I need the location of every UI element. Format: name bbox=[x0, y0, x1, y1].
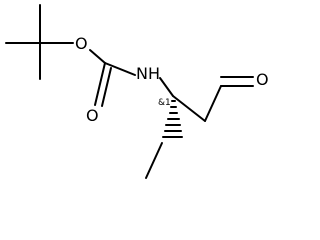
bond-carbonyl-double-2 bbox=[101, 67, 112, 107]
hashed-wedge-bond bbox=[162, 100, 183, 138]
stereo-annotation: &1 bbox=[158, 98, 171, 108]
bond-ethyl-to-methyl bbox=[145, 142, 163, 179]
bond-ch2-to-aldehyde-carbon bbox=[204, 85, 222, 122]
bond-stereocenter-to-ch2 bbox=[172, 95, 206, 122]
bond-carbonyl-carbon-to-nitrogen bbox=[104, 62, 136, 76]
bond-carbonyl-double-1 bbox=[94, 62, 106, 106]
atom-aldehyde-oxygen-label: O bbox=[256, 70, 269, 89]
chemical-structure: O O NH O &1 bbox=[5, 4, 269, 179]
bond-ester-oxygen-to-carbonyl-carbon bbox=[89, 49, 106, 64]
atom-carbonyl-oxygen-label: O bbox=[86, 106, 99, 125]
bond-nitrogen-to-stereocenter bbox=[159, 77, 174, 97]
atom-ester-oxygen-label: O bbox=[75, 34, 88, 53]
atom-nitrogen-label: NH bbox=[136, 64, 160, 83]
